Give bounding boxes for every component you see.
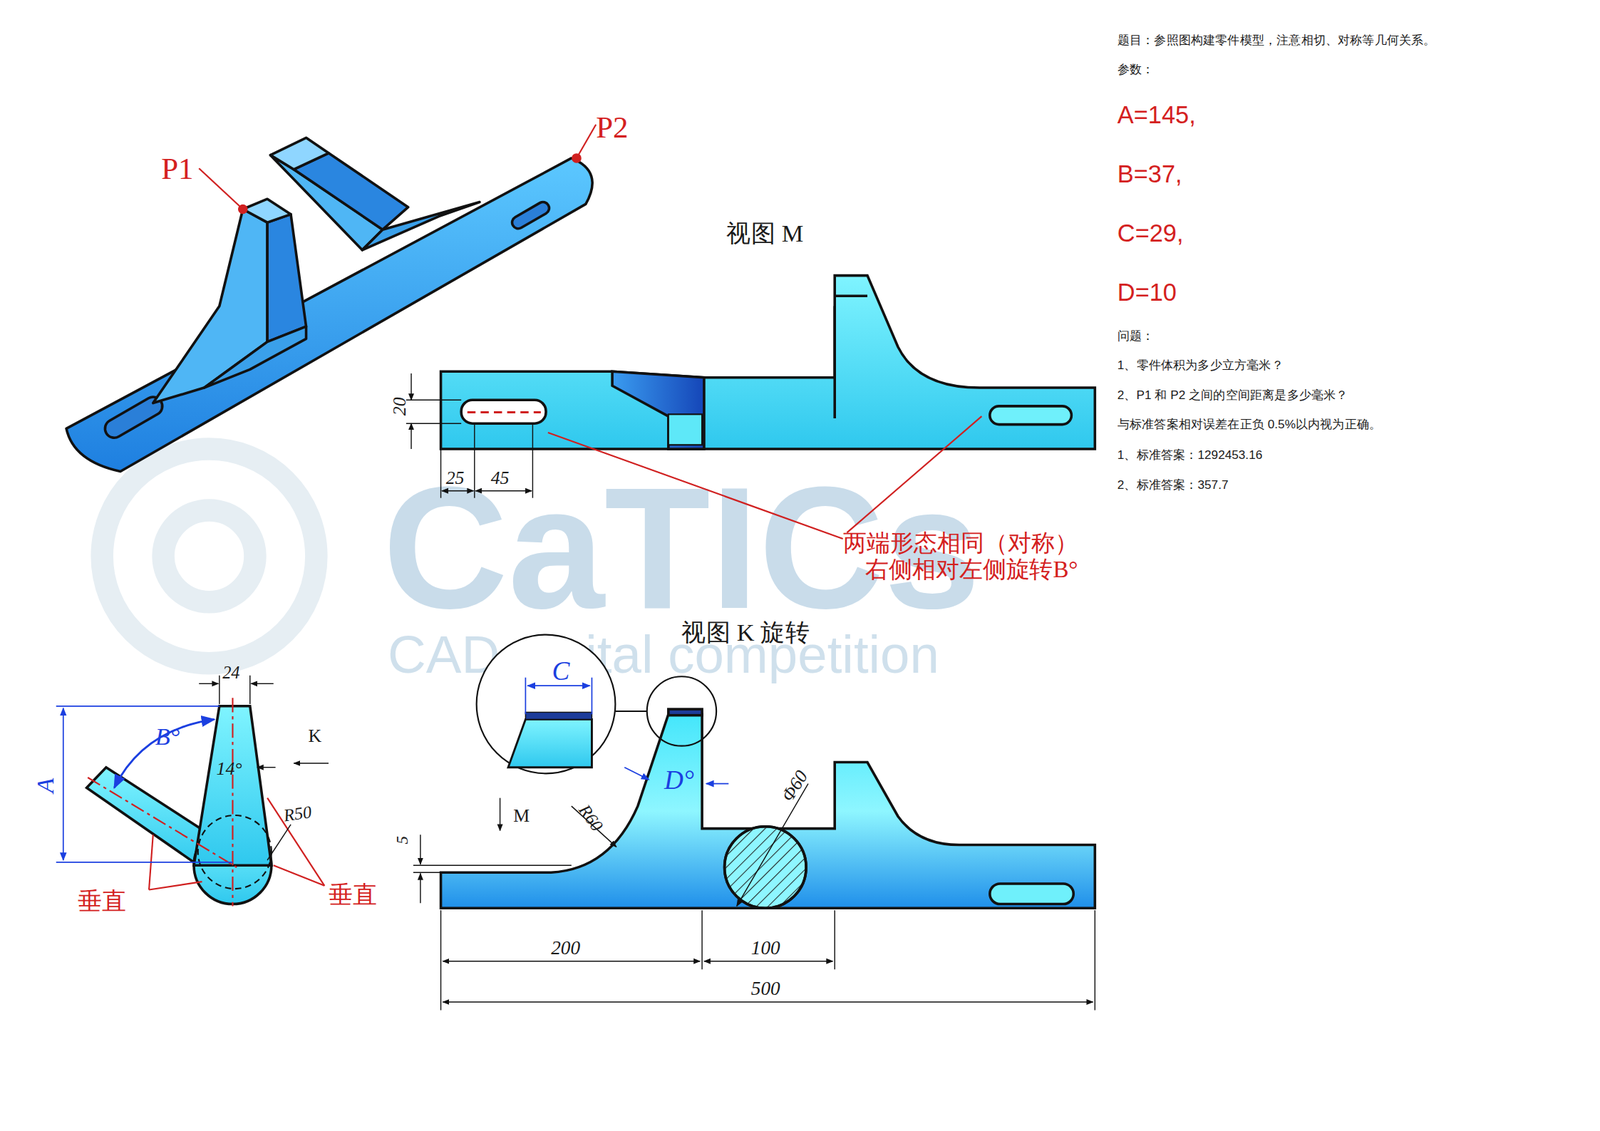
- dimension: C: [552, 656, 571, 688]
- dimension: R50: [282, 802, 313, 827]
- view-title: 视图 K 旋转: [681, 619, 809, 648]
- task-text: 参数：: [1117, 63, 1155, 78]
- dimension: 45: [491, 467, 510, 489]
- note-text: 垂直: [328, 881, 378, 911]
- angle-label: B°: [155, 723, 181, 752]
- watermark-logo: [101, 448, 317, 664]
- view-m-dimensions: [406, 373, 534, 499]
- view-k: [86, 706, 272, 905]
- task-text: 与标准答案相对误差在正负 0.5%以内视为正确。: [1117, 418, 1382, 433]
- dimension: 5: [393, 835, 412, 844]
- point-leaders: [198, 124, 596, 214]
- centerlines: [87, 697, 325, 906]
- dimension: 200: [550, 936, 581, 959]
- point-label: P2: [595, 110, 628, 146]
- note-text: 垂直: [77, 888, 127, 917]
- dimension: R60: [574, 801, 607, 836]
- note-leaders: [548, 416, 983, 539]
- dimension: Φ60: [777, 766, 813, 806]
- parameter: D=10: [1117, 278, 1177, 308]
- view-k-rotated: [441, 635, 1096, 909]
- slot-centerline: [467, 411, 541, 414]
- dimension: 25: [446, 467, 465, 489]
- rotated-dimensions: [413, 783, 1095, 1011]
- blue-dimensions: [56, 706, 234, 863]
- blue-dimensions-2: [525, 677, 729, 784]
- dimension: 500: [751, 977, 781, 1000]
- task-text: 2、P1 和 P2 之间的空间距离是多少毫米？: [1117, 389, 1349, 404]
- task-text: 问题：: [1117, 329, 1155, 344]
- angle-label: 14°: [216, 758, 243, 780]
- dimension: 24: [222, 663, 240, 684]
- note-text: 两端形态相同（对称） 右侧相对左侧旋转B°: [824, 530, 1079, 586]
- dimension: 100: [751, 936, 781, 959]
- dimension: A: [32, 778, 61, 794]
- angle-label: D°: [664, 765, 695, 797]
- answer-text: 1、标准答案：1292453.16: [1117, 448, 1263, 464]
- view-arrow-label: M: [513, 805, 530, 827]
- dimension: 20: [389, 396, 411, 416]
- parameter: C=29,: [1117, 219, 1184, 249]
- answer-text: 2、标准答案：357.7: [1117, 478, 1229, 494]
- point-label: P1: [161, 151, 194, 187]
- view-title: 视图 M: [726, 220, 804, 249]
- parameter: A=145,: [1117, 101, 1196, 130]
- task-text: 题目：参照图构建零件模型，注意相切、对称等几何关系。: [1117, 33, 1437, 48]
- view-arrow-label: K: [307, 725, 322, 747]
- parameter: B=37,: [1117, 160, 1183, 189]
- task-text: 1、零件体积为多少立方毫米？: [1117, 359, 1284, 374]
- isometric-view: [66, 137, 593, 472]
- view-m: [441, 275, 1096, 449]
- view-k-dimensions: [198, 675, 329, 861]
